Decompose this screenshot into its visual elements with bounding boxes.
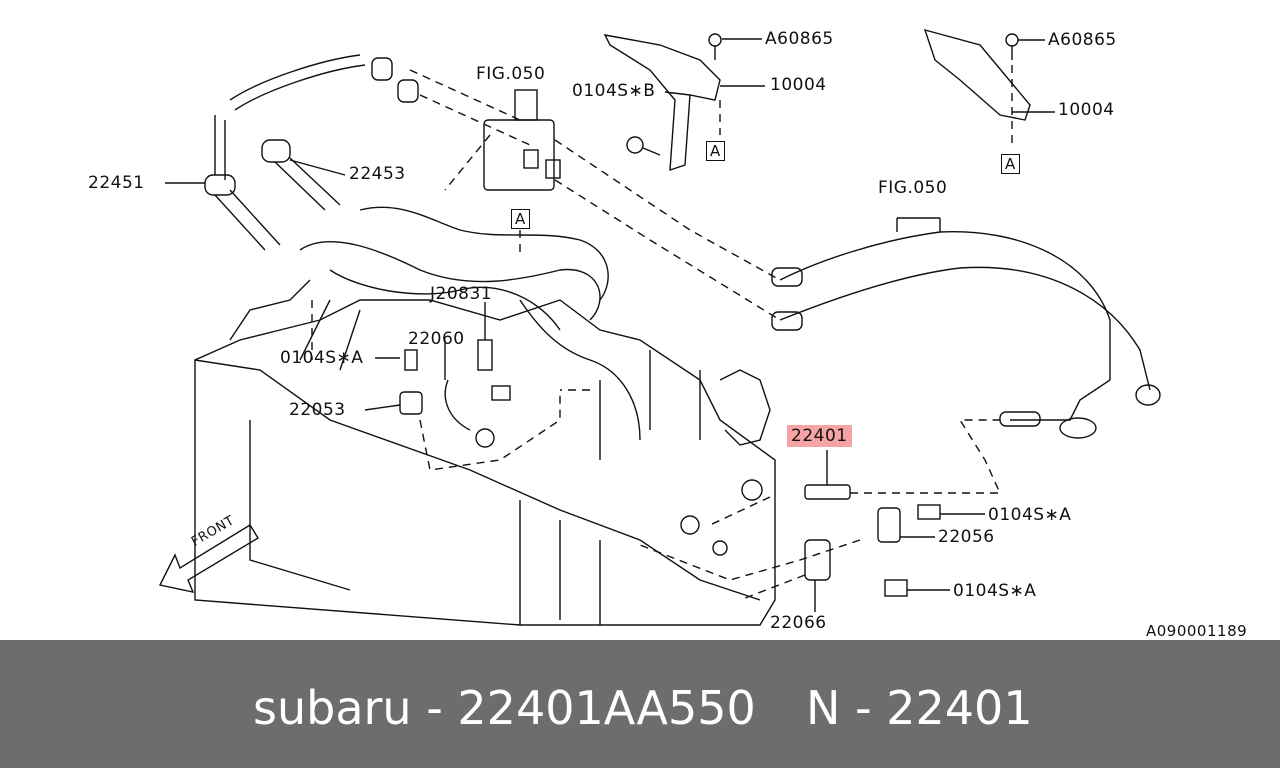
label-a60865-right: A60865	[1048, 30, 1117, 50]
label-j20831: J20831	[430, 284, 493, 304]
label-fig050-top: FIG.050	[476, 64, 546, 84]
label-0104sb: 0104S∗B	[572, 81, 656, 101]
label-22060: 22060	[408, 329, 465, 349]
brand-part-number: subaru - 22401AA550	[253, 681, 756, 735]
label-22451: 22451	[88, 173, 145, 193]
front-arrow-drawing	[158, 524, 259, 593]
label-22053: 22053	[289, 400, 346, 420]
label-22401-highlighted: 22401	[787, 425, 852, 447]
ref-box-a-left: A	[706, 141, 725, 161]
label-0104sa-left: 0104S∗A	[280, 348, 364, 368]
label-10004-left: 10004	[770, 75, 827, 95]
ref-box-a-center: A	[511, 209, 530, 229]
sensor-drawing	[399, 339, 941, 597]
part-info-bar	[0, 640, 1280, 768]
reference-lines	[311, 65, 1013, 601]
drawing-code: A090001189	[1146, 622, 1248, 640]
label-a60865-left: A60865	[765, 29, 834, 49]
label-22056: 22056	[938, 527, 995, 547]
label-fig050-right: FIG.050	[878, 178, 948, 198]
label-10004-right: 10004	[1058, 100, 1115, 120]
label-22453: 22453	[349, 164, 406, 184]
engine-illustration	[158, 28, 1161, 626]
engine-block-drawing	[194, 206, 776, 626]
spark-plug-cord-drawing	[771, 230, 1161, 439]
reference-number: N - 22401	[806, 681, 1033, 735]
label-0104sa-right-1: 0104S∗A	[988, 505, 1072, 525]
leader-lines	[165, 38, 1055, 612]
label-22066: 22066	[770, 613, 827, 633]
parts-diagram: FIG.050 FIG.050 A60865 A60865 10004 1000…	[88, 28, 1248, 640]
ignition-coil-drawing	[204, 54, 561, 251]
ref-box-a-right: A	[1001, 154, 1020, 174]
bracket-drawing	[603, 28, 1031, 171]
label-0104sa-right-2: 0104S∗A	[953, 581, 1037, 601]
